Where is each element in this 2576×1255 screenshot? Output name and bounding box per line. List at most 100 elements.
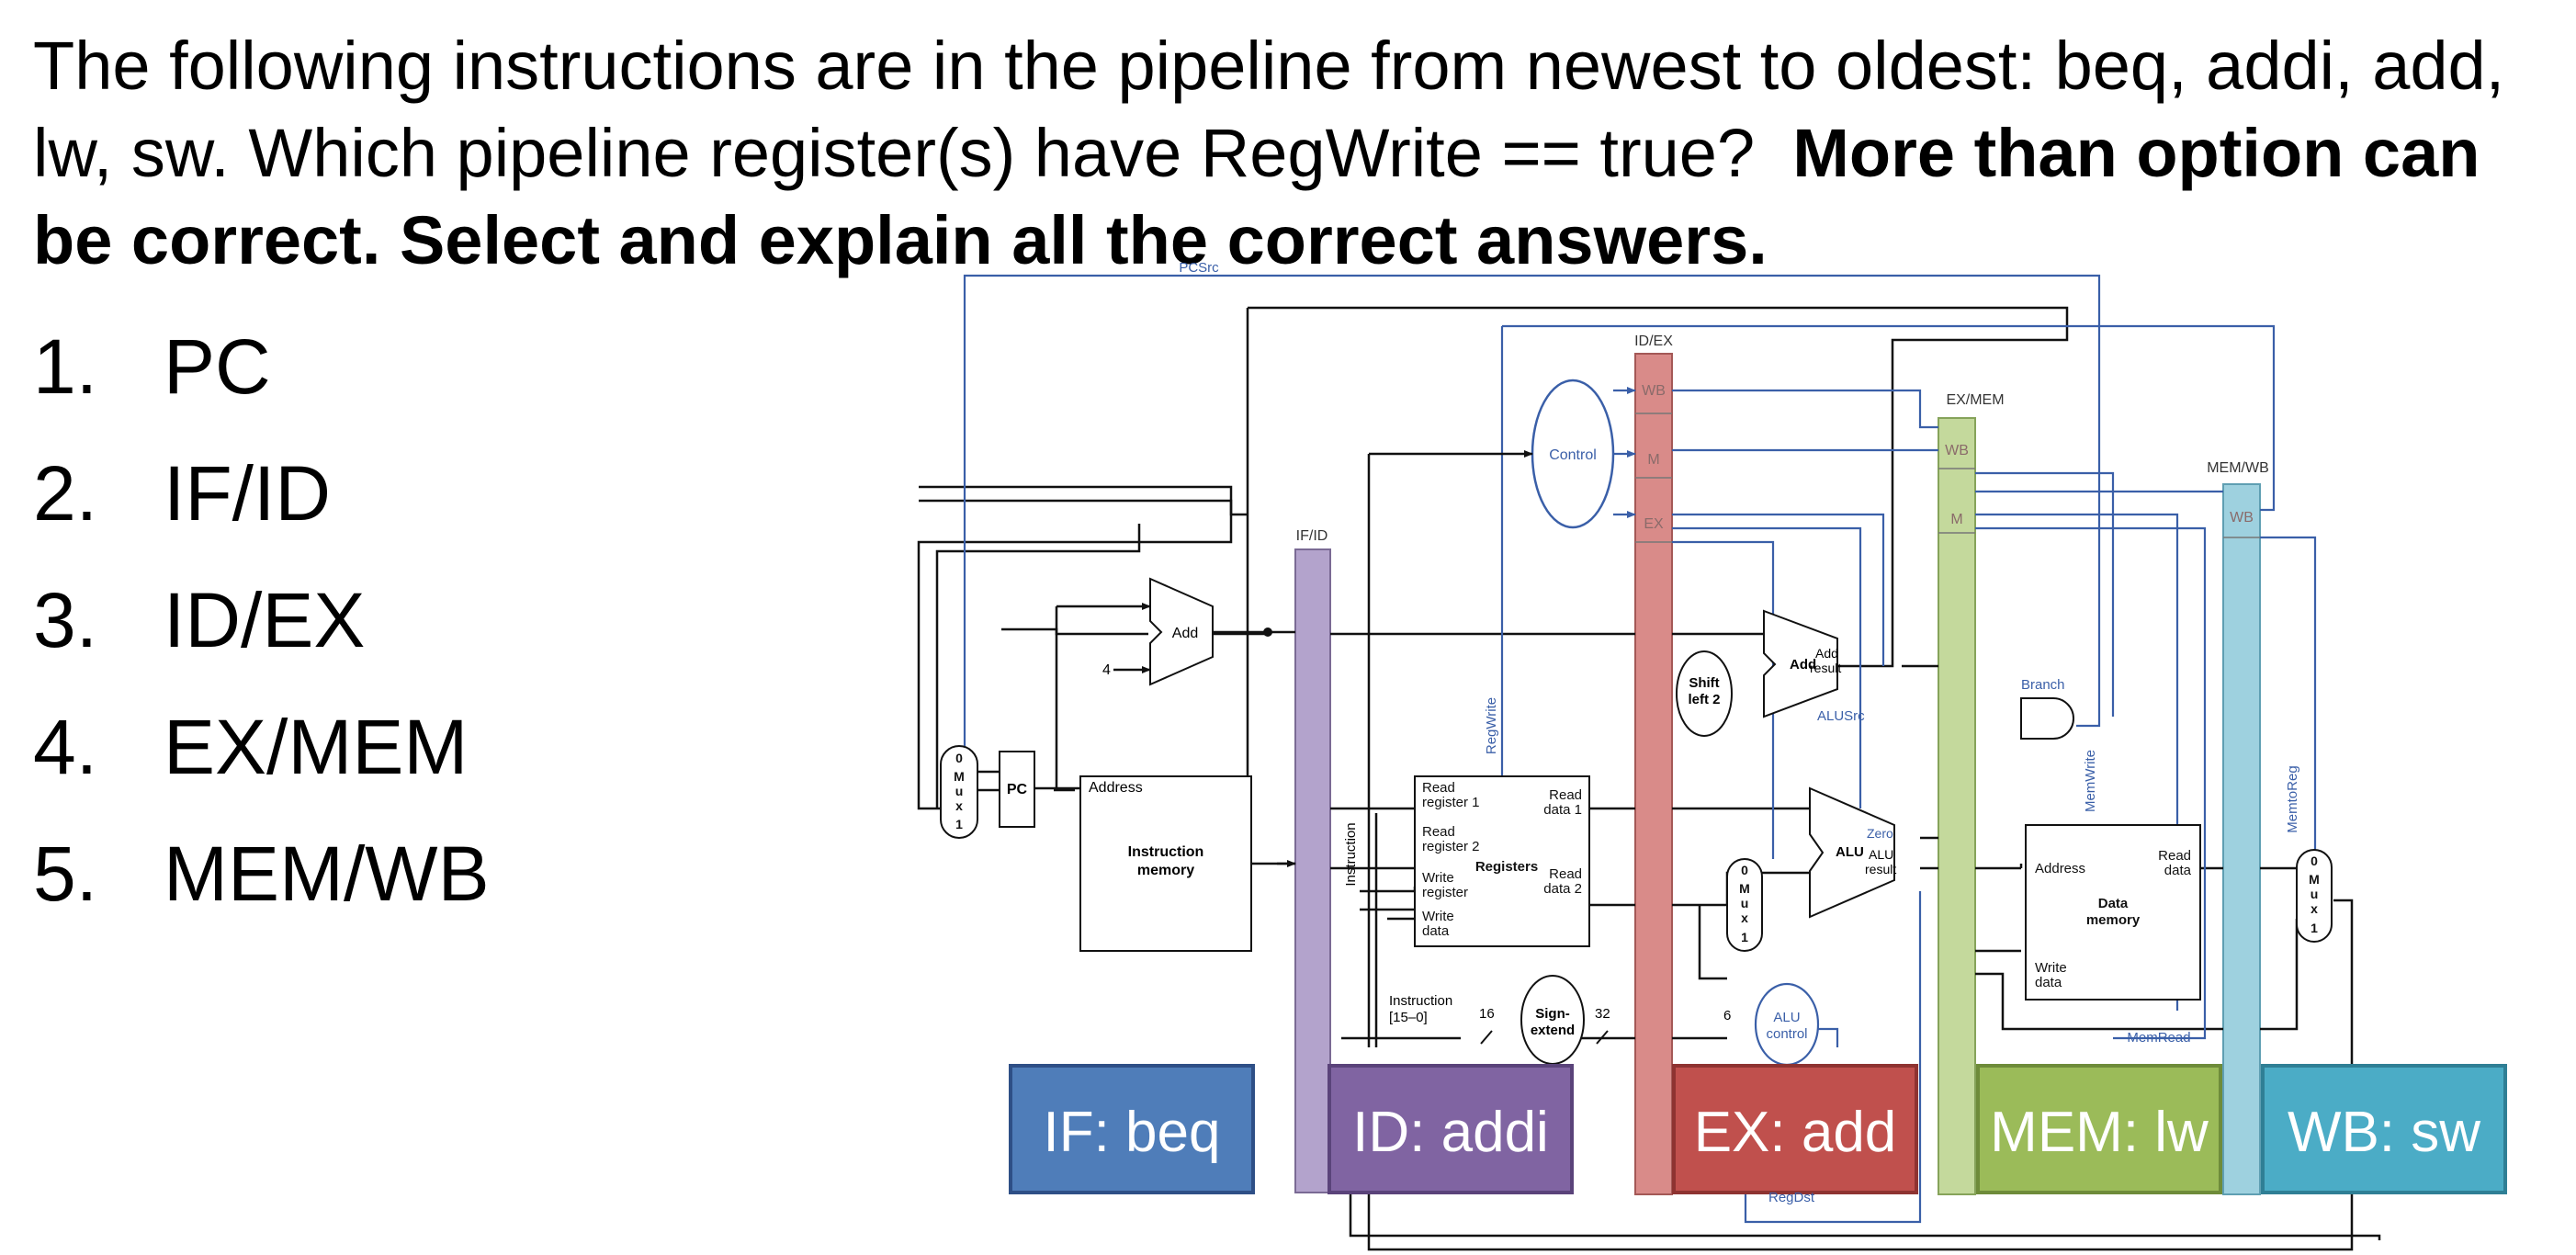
alu-mux xyxy=(1726,858,1763,952)
data-memory-address-label: Address xyxy=(2035,861,2085,876)
option-number: 1. xyxy=(33,323,98,410)
pcsrc-label: PCSrc xyxy=(1179,260,1219,276)
register-file xyxy=(1414,775,1590,947)
data-memory xyxy=(2025,824,2201,1001)
width-32-label: 32 xyxy=(1595,1006,1610,1022)
data-memory-read-label-2: data xyxy=(2164,863,2192,878)
memwb-register-bar xyxy=(2222,483,2261,1195)
stage-ex-label: EX: add xyxy=(1694,1101,1897,1164)
read-data-2-label-2: data 2 xyxy=(1543,881,1582,897)
branch-add-result-label-2: result xyxy=(1810,661,1841,675)
wb-mux-input-1-label: 1 xyxy=(2310,921,2318,935)
alusrc-label: ALUSrc xyxy=(1817,708,1865,724)
option-5[interactable]: 5.MEM/WB xyxy=(33,810,490,937)
option-label: ID/EX xyxy=(164,577,366,663)
write-register-label: Write xyxy=(1422,870,1454,886)
pc-block xyxy=(999,751,1035,828)
shift-label: Shift xyxy=(1689,675,1719,691)
alu-mux-m-label: M xyxy=(1739,881,1750,896)
registers-label: Registers xyxy=(1475,859,1538,875)
idex-register-bar xyxy=(1634,353,1673,1195)
instruction-memory-label-2: memory xyxy=(1137,863,1194,878)
instruction-field-label: Instruction xyxy=(1389,993,1452,1009)
stage-mem-box xyxy=(1976,1064,2222,1194)
ifid-label: IF/ID xyxy=(1296,528,1328,544)
exmem-wb-label: WB xyxy=(1945,443,1969,458)
option-number: 3. xyxy=(33,577,98,663)
option-1[interactable]: 1. PC xyxy=(33,303,490,430)
memtoreg-label: MemtoReg xyxy=(2285,765,2300,832)
exmem-register-bar xyxy=(1938,417,1976,1195)
read-data-1-label: Read xyxy=(1549,787,1582,803)
alu-control-label-2: control xyxy=(1766,1026,1807,1042)
question-body: The following instructions are in the pi… xyxy=(33,28,2505,191)
exmem-m-label: M xyxy=(1950,512,1962,527)
idex-label: ID/EX xyxy=(1634,334,1673,349)
option-label: IF/ID xyxy=(164,450,331,537)
idex-m-label: M xyxy=(1647,452,1659,468)
memwb-label: MEM/WB xyxy=(2207,460,2269,476)
zero-label: Zero xyxy=(1867,826,1893,841)
read-data-1-label-2: data 1 xyxy=(1543,802,1582,818)
stage-mem-label: MEM: lw xyxy=(1990,1101,2209,1164)
stage-if-box xyxy=(1009,1064,1255,1194)
alu-result-label: ALU xyxy=(1869,847,1893,862)
wb-mux-x-label: x xyxy=(2310,901,2318,916)
shift-label-2: left 2 xyxy=(1688,692,1720,707)
memwb-wb-label: WB xyxy=(2230,510,2254,526)
mux-input-1-label: 1 xyxy=(955,817,963,831)
data-memory-read-label: Read xyxy=(2158,848,2191,864)
write-data-label: Write xyxy=(1422,909,1454,924)
read-data-2-label: Read xyxy=(1549,866,1582,882)
read-register-2-label: Read xyxy=(1422,824,1455,840)
option-4[interactable]: 4. EX/MEM xyxy=(33,684,490,810)
instruction-memory xyxy=(1079,775,1252,952)
option-number: 4. xyxy=(33,704,98,790)
mux-x-label: x xyxy=(955,798,963,813)
branch-adder-label: Add xyxy=(1790,657,1816,673)
pc-label: PC xyxy=(1007,782,1028,797)
mux-u-label: u xyxy=(955,784,964,798)
stage-wb-box xyxy=(2261,1064,2507,1194)
option-3[interactable]: 3. ID/EX xyxy=(33,557,490,684)
stage-ex-box xyxy=(1672,1064,1918,1194)
memwrite-label: MemWrite xyxy=(2083,750,2098,812)
option-label: PC xyxy=(164,323,271,410)
stage-ex: EX: add xyxy=(1672,1064,1918,1194)
pc-mux xyxy=(940,745,978,839)
memread-label: MemRead xyxy=(2127,1030,2190,1046)
stage-wb-label: WB: sw xyxy=(2288,1101,2480,1164)
option-2[interactable]: 2.IF/ID xyxy=(33,430,490,557)
ifid-register-bar xyxy=(1294,548,1331,1193)
data-memory-write-label: Write xyxy=(2035,960,2067,976)
constant-four: 4 xyxy=(1102,662,1111,678)
instruction-memory-label: Instruction xyxy=(1128,844,1204,860)
sign-extend-label: Sign- xyxy=(1535,1006,1570,1022)
read-register-2-label-2: register 2 xyxy=(1422,839,1480,854)
option-label: MEM/WB xyxy=(164,831,490,917)
exmem-label: EX/MEM xyxy=(1946,392,2004,408)
write-register-label-2: register xyxy=(1422,885,1468,900)
instruction-memory-address-label: Address xyxy=(1089,780,1143,796)
branch-adder xyxy=(1763,609,1838,718)
answer-options: 1. PC 2.IF/ID 3. ID/EX 4. EX/MEM 5.MEM/WB xyxy=(33,303,490,937)
alu-control-label: ALU xyxy=(1773,1010,1800,1025)
alu xyxy=(1809,786,1895,919)
read-register-1-label: Read xyxy=(1422,780,1455,796)
write-data-label-2: data xyxy=(1422,923,1450,939)
alu-mux-input-0-label: 0 xyxy=(1741,863,1748,877)
control-label: Control xyxy=(1549,447,1597,463)
wb-mux-m-label: M xyxy=(2309,872,2320,887)
option-label: EX/MEM xyxy=(164,704,469,790)
idex-ex-label: EX xyxy=(1644,516,1664,532)
regwrite-label: RegWrite xyxy=(1484,697,1499,754)
stage-id: ID: addi xyxy=(1328,1064,1574,1194)
branch-and-gate xyxy=(2020,697,2074,740)
instruction-vertical-label: Instruction xyxy=(1343,822,1359,886)
writeback-mux xyxy=(2296,849,2333,943)
pc-adder-label: Add xyxy=(1172,626,1198,641)
alu-mux-x-label: x xyxy=(1741,910,1748,925)
width-6-label: 6 xyxy=(1723,1008,1731,1023)
branch-add-result-label: Add xyxy=(1815,646,1838,661)
